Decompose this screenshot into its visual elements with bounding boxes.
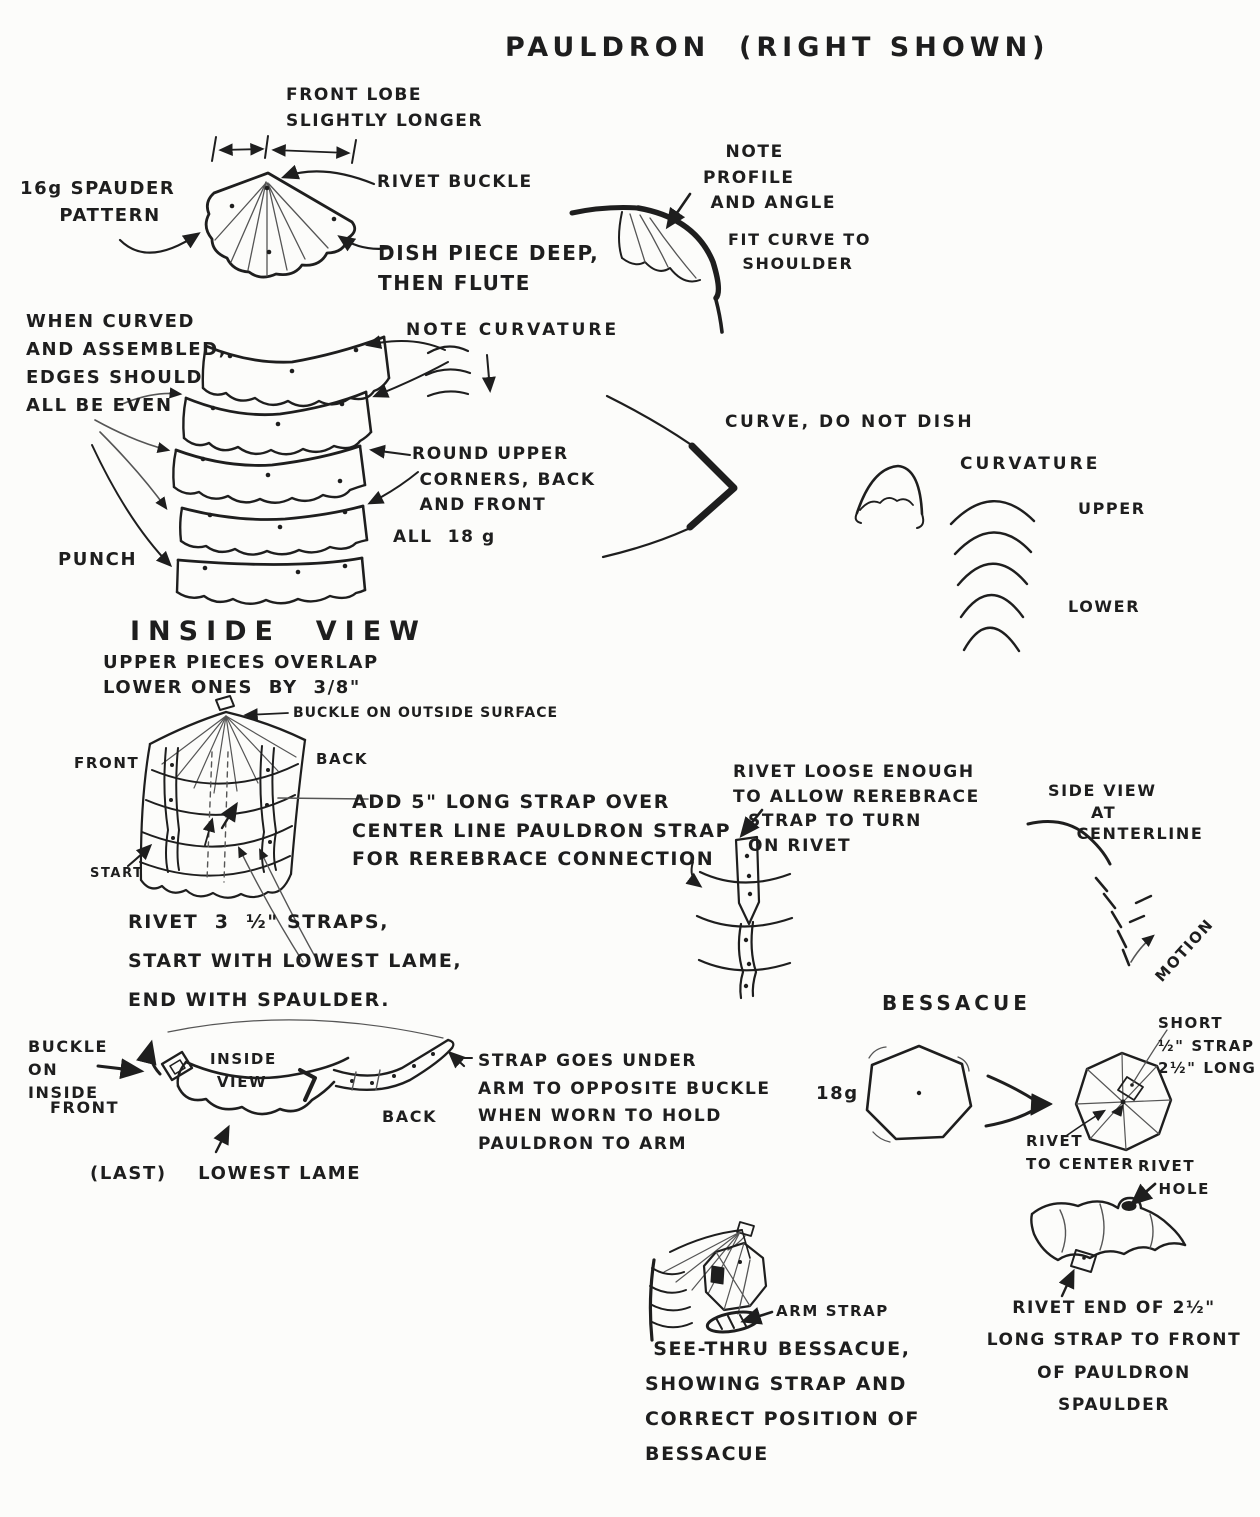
label-when-curved: WHEN CURVED AND ASSEMBLED, EDGES SHOULD … <box>26 311 228 416</box>
label-upper: UPPER <box>1078 499 1146 518</box>
label-front-2: FRONT <box>50 1098 120 1117</box>
note-curvature-arcs <box>424 345 496 398</box>
label-bessacue-heading: BESSACUE <box>882 991 1031 1015</box>
label-rivet-hole: RIVET HOLE <box>1138 1157 1210 1198</box>
label-lower: LOWER <box>1068 597 1141 616</box>
label-short-strap: SHORT ½" STRAP 2½" LONG <box>1158 1014 1257 1077</box>
label-all-gauge: ALL 18 g <box>393 527 496 547</box>
label-back-2: BACK <box>382 1107 438 1126</box>
spaulder-pattern-drawing <box>204 171 357 279</box>
label-rivet-straps: RIVET 3 ½" STRAPS, START WITH LOWEST LAM… <box>128 911 463 1011</box>
label-front-lobe: FRONT LOBE SLIGHTLY LONGER <box>286 85 484 131</box>
curved-lame-demo <box>854 464 925 529</box>
page-title: PAULDRON (RIGHT SHOWN) <box>505 32 1050 63</box>
label-start: START <box>90 866 144 881</box>
rerebrace-strap-drawing <box>695 808 794 1000</box>
lame-edge-arrows <box>91 335 449 568</box>
label-inside-view-small: INSIDE VIEW <box>210 1050 277 1091</box>
label-round-corners: ROUND UPPER CORNERS, BACK AND FRONT <box>412 444 596 515</box>
label-note-profile: NOTE PROFILE AND ANGLE <box>703 142 837 213</box>
label-rivet-to-center: RIVET TO CENTER <box>1026 1132 1135 1173</box>
label-note-curvature: NOTE CURVATURE <box>406 320 620 340</box>
curvature-arcs <box>949 500 1036 653</box>
bessacue-fluted-drawing <box>1065 1029 1173 1152</box>
lowest-lame-drawing <box>96 1019 473 1154</box>
bessacue-arrow <box>984 1074 1053 1128</box>
label-add-strap: ADD 5" LONG STRAP OVER CENTER LINE PAULD… <box>352 791 732 870</box>
label-last-lowest: (LAST) LOWEST LAME <box>90 1163 362 1184</box>
label-curvature: CURVATURE <box>960 454 1101 474</box>
label-strap-goes: STRAP GOES UNDER ARM TO OPPOSITE BUCKLE … <box>478 1051 771 1154</box>
lame-4 <box>179 504 369 556</box>
lame-3 <box>172 444 367 504</box>
measure-arrows <box>211 135 357 164</box>
label-back: BACK <box>316 750 369 768</box>
label-side-view: SIDE VIEW AT CENTERLINE <box>1048 781 1204 844</box>
label-bessacue-gauge: 18g <box>816 1083 859 1104</box>
lame-2 <box>182 390 373 456</box>
label-spaulder-pattern: 16g SPAUDER PATTERN <box>20 178 176 226</box>
label-overlap: UPPER PIECES OVERLAP LOWER ONES BY 3/8" <box>103 652 379 699</box>
label-dish-piece: DISH PIECE DEEP, THEN FLUTE <box>378 241 600 295</box>
label-rivet-loose: RIVET LOOSE ENOUGH TO ALLOW REREBRACE ST… <box>733 762 980 856</box>
see-thru-drawing <box>648 1221 774 1342</box>
profile-drawing <box>569 192 724 334</box>
lame-1 <box>201 335 391 408</box>
label-front: FRONT <box>74 754 140 772</box>
lame-5 <box>175 556 367 605</box>
label-rivet-buckle: RIVET BUCKLE <box>377 172 533 192</box>
label-arm-strap: ARM STRAP <box>776 1302 889 1320</box>
label-see-thru: SEE-THRU BESSACUE, SHOWING STRAP AND COR… <box>645 1338 920 1466</box>
label-fit-curve: FIT CURVE TO SHOULDER <box>728 230 872 273</box>
big-arrow <box>601 394 738 559</box>
label-buckle-inside: BUCKLE ON INSIDE <box>28 1037 109 1103</box>
bessacue-side-drawing <box>1030 1182 1187 1298</box>
label-curve-not-dish: CURVE, DO NOT DISH <box>725 412 975 432</box>
bessacue-flat-drawing <box>865 1044 973 1143</box>
label-rivet-end: RIVET END OF 2½" LONG STRAP TO FRONT OF … <box>986 1298 1242 1415</box>
label-inside-view-heading: INSIDE VIEW <box>130 616 427 647</box>
label-buckle-outside: BUCKLE ON OUTSIDE SURFACE <box>293 705 559 721</box>
label-punch: PUNCH <box>58 549 138 570</box>
side-view-drawing <box>1026 820 1155 967</box>
spaulder-leader-arrows <box>118 164 392 254</box>
inside-view-drawing <box>127 695 703 963</box>
